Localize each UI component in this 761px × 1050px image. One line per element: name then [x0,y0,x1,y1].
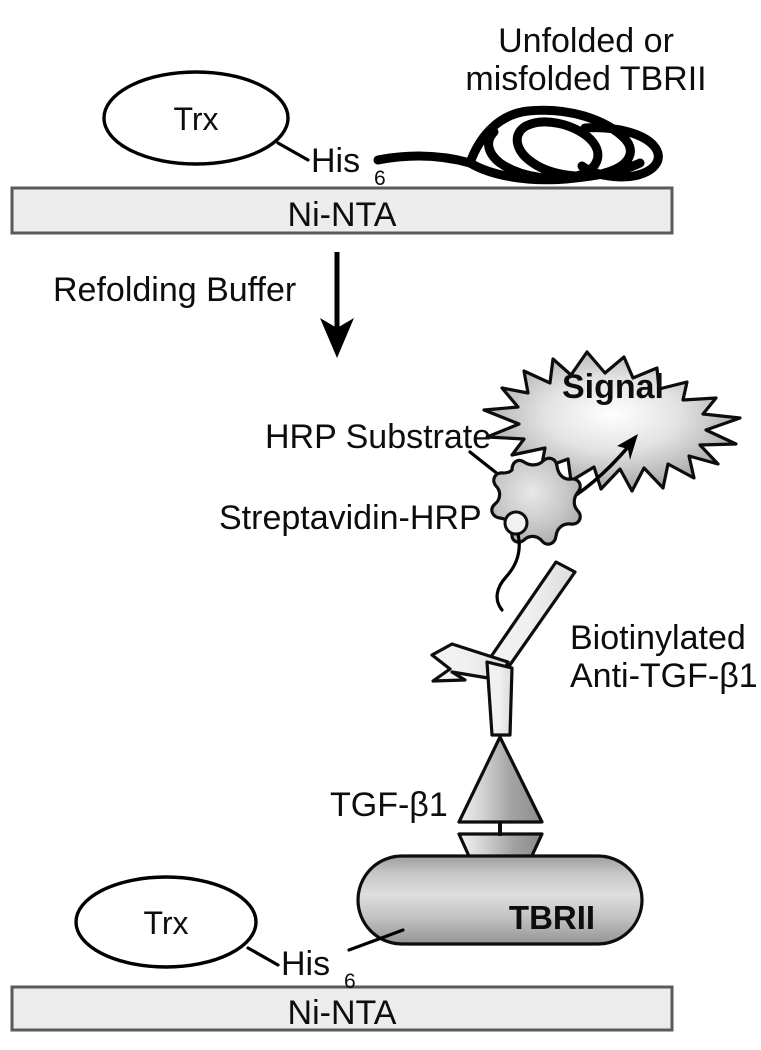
unfolded-caption-line2: misfolded TBRII [465,60,706,98]
refolding-arrow [320,252,354,358]
trx-his-linker-top [276,141,310,162]
antibody-label-line1: Biotinylated [570,619,746,657]
antibody-stem [485,660,514,737]
tbrii-label: TBRII [509,899,595,936]
streptavidin-hrp-label: Streptavidin-HRP [219,499,482,537]
biotinylated-antibody [430,560,577,737]
trx-ellipse-top [102,70,290,166]
trx-label-bottom: Trx [143,905,188,941]
his-tag-label-bottom: His [281,945,330,983]
trx-ellipse-bottom [74,875,258,969]
unfolded-protein-tangle [373,105,663,185]
ni-nta-plate-bottom-label: Ni-NTA [288,994,397,1032]
tbrii-receptor: TBRII [356,854,644,946]
biotin-linker [495,532,521,612]
trx-his-linker-bottom [246,946,280,967]
signal-burst: Signal [482,350,742,493]
ni-nta-plate-bottom [10,985,674,1032]
trx-label-top: Trx [173,101,218,137]
signal-label: Signal [562,368,664,406]
tgf-beta1-monomer-upper [457,735,544,824]
his-tag-label-top: His [311,142,360,180]
antibody-arm-right [486,560,577,674]
tbrii-his-linker [347,928,405,952]
unfolded-caption-line1: Unfolded or [498,22,674,60]
tgf-beta1-label: TGF-β1 [330,786,448,824]
ni-nta-plate-top [10,186,674,235]
his-tag-subscript-top: 6 [374,167,386,190]
antibody-label-line2: Anti-TGF-β1 [570,657,758,695]
ni-nta-plate-top-label: Ni-NTA [288,196,397,234]
streptavidin-hrp-molecule [490,456,582,546]
refolding-buffer-label: Refolding Buffer [53,271,296,309]
biotin-binding-site [503,510,529,536]
hrp-substrate-label: HRP Substrate [265,418,491,456]
his-tag-subscript-bottom: 6 [344,970,356,993]
